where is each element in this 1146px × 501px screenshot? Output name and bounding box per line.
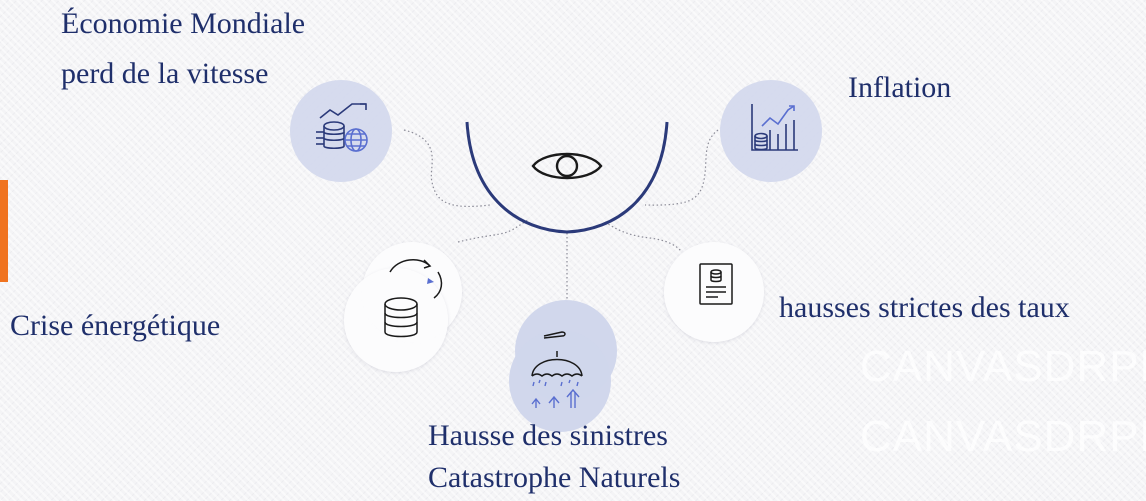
umbrella-rain-icon [531,331,583,408]
label-hausses: hausses strictes des taux [779,291,1070,324]
coins-globe-chart-icon [316,103,368,152]
sinistres-circle-front [509,330,611,432]
accent-bar [0,180,8,282]
label-inflation: Inflation [848,71,952,104]
watermark-2: CANVASDRPE [860,412,1146,461]
label-sinistres-line2: Catastrophe Naturels [428,461,681,494]
label-economie-line1: Économie Mondiale [61,7,306,40]
label-sinistres-line1: Hausse des sinistres [428,419,668,452]
rising-bar-chart-coins-icon [751,104,798,151]
watermark-1: CANVASDRPE [860,342,1146,391]
database-refresh-icon [384,259,443,338]
document-coins-icon [699,263,733,305]
economie-circle [290,80,392,182]
eye-icon [531,152,603,180]
crise-circle-front [344,268,448,372]
label-crise: Crise énergétique [10,309,221,342]
inflation-circle [720,80,822,182]
label-economie-line2: perd de la vitesse [61,57,269,90]
